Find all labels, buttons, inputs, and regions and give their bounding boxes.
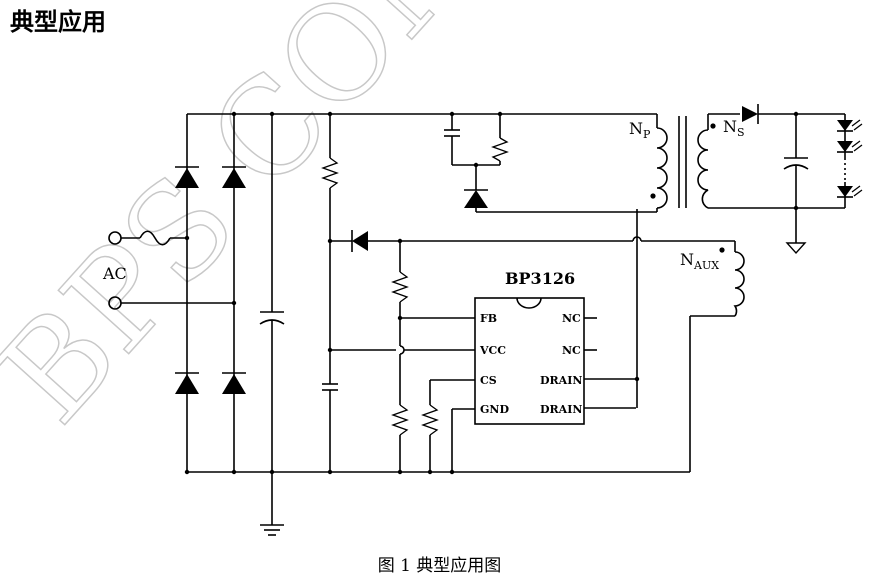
fb-divider (391, 241, 475, 472)
ic-name: BP3126 (505, 269, 575, 288)
bulk-capacitor (259, 114, 285, 536)
figure-caption: 图 1 典型应用图 (377, 556, 502, 576)
pin-nc-2: NC (562, 344, 581, 357)
np-label: NP (629, 119, 651, 141)
pin-vcc: VCC (479, 344, 506, 357)
ac-input (108, 230, 237, 310)
pin-nc-1: NC (562, 312, 581, 325)
pin-drain-2: DRAIN (540, 403, 582, 416)
pin-gnd: GND (480, 403, 509, 416)
rcd-snubber (444, 114, 640, 213)
aux-diode (330, 230, 735, 252)
pin-fb: FB (480, 312, 497, 325)
output-capacitor (783, 114, 809, 255)
pin-drain-1: DRAIN (540, 374, 582, 387)
naux-label: NAUX (680, 250, 719, 272)
aux-winding (689, 241, 745, 472)
output-diode (742, 104, 845, 124)
watermark-text: BPS CONFI (0, 0, 602, 451)
ic-bp3126 (474, 297, 636, 425)
section-heading: 典型应用 (10, 8, 106, 36)
transformer (640, 113, 845, 213)
pin-cs: CS (480, 374, 497, 387)
cs-resistor (421, 379, 475, 472)
ac-label: AC (102, 264, 127, 283)
bridge-rectifier (175, 114, 246, 472)
led-string (837, 114, 863, 208)
ns-label: NS (723, 117, 745, 139)
